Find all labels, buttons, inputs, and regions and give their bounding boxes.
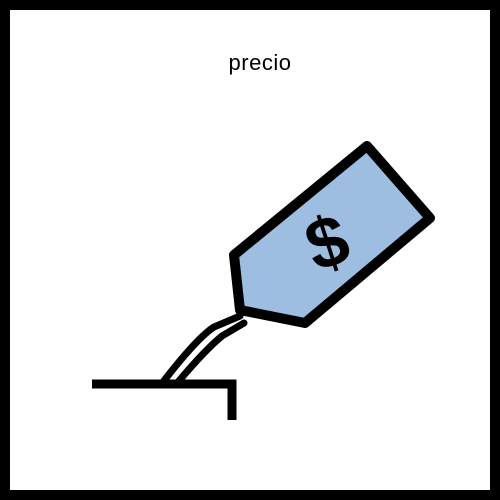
tag-body-icon bbox=[229, 141, 435, 328]
tag-string-icon bbox=[159, 312, 248, 386]
shelf-edge-icon bbox=[92, 379, 237, 420]
card-word-label: precio bbox=[228, 50, 292, 75]
